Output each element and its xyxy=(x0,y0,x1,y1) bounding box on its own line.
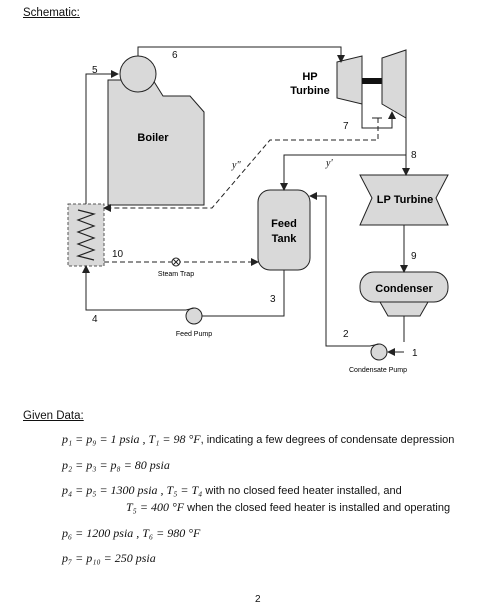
given-line-4-note: when the closed feed heater is installed… xyxy=(187,502,451,514)
given-line-3-expression: p₄ = p₅ = 1300 psia , T₅ = T₄ xyxy=(62,483,203,497)
state-9-label: 9 xyxy=(411,251,417,262)
schematic-heading: Schematic: xyxy=(23,7,80,19)
state-5-label: 5 xyxy=(92,65,98,76)
hp-turbine: HP Turbine xyxy=(290,49,407,119)
given-data-line-3: p₄ = p₅ = 1300 psia , T₅ = T₄ with no cl… xyxy=(62,483,402,498)
feed-tank: Feed Tank xyxy=(257,189,311,271)
given-data-line-2: p₂ = p₃ = p₈ = 80 psia xyxy=(62,458,170,473)
state-10-label: 10 xyxy=(112,249,124,260)
heater-coil xyxy=(75,209,97,261)
given-line-1-note: , indicating a few degrees of condensate… xyxy=(200,434,455,446)
feed-pump-label: Feed Pump xyxy=(176,331,212,338)
condensate-pump: Condensate Pump xyxy=(349,343,407,374)
steam-trap: Steam Trap xyxy=(158,257,194,278)
y-prime-label: y' xyxy=(325,158,333,169)
given-data-heading: Given Data: xyxy=(23,410,84,422)
given-data-line-4: T₅ = 400 °F when the closed feed heater … xyxy=(126,500,450,515)
given-line-2-expression: p₂ = p₃ = p₈ = 80 psia xyxy=(62,458,170,472)
turbine-shaft xyxy=(362,78,382,84)
state-7-label: 7 xyxy=(343,121,349,132)
state-6-label: 6 xyxy=(172,50,178,61)
solid-piping xyxy=(82,46,410,356)
lp-turbine: LP Turbine xyxy=(359,174,449,226)
steam-drum xyxy=(119,55,157,93)
cycle-schematic: Boiler HP Turbine LP Turbine Condenser F… xyxy=(67,46,449,374)
feed-pump: Feed Pump xyxy=(176,307,212,338)
given-line-4-expression: T₅ = 400 °F xyxy=(126,500,185,514)
given-data-line-5: p₆ = 1200 psia , T₆ = 980 °F xyxy=(62,526,200,541)
steam-trap-label: Steam Trap xyxy=(158,271,194,278)
boiler: Boiler xyxy=(107,55,205,206)
feed-tank-label-line1: Feed xyxy=(271,218,297,230)
state-2-label: 2 xyxy=(343,329,349,340)
state-point-labels: 1 2 3 4 5 6 7 8 9 10 xyxy=(92,50,418,359)
given-data-line-6: p₇ = p₁₀ = 250 psia xyxy=(62,551,156,566)
lp-turbine-label: LP Turbine xyxy=(377,194,433,206)
given-line-5-expression: p₆ = 1200 psia , T₆ = 980 °F xyxy=(62,526,201,540)
dashed-piping xyxy=(103,118,379,266)
given-line-3-note: with no closed feed heater installed, an… xyxy=(205,485,402,497)
given-line-1-expression: p₁ = p₉ = 1 psia , T₁ = 98 °F xyxy=(62,432,201,446)
given-line-6-expression: p₇ = p₁₀ = 250 psia xyxy=(62,551,156,565)
state-3-label: 3 xyxy=(270,294,276,305)
feed-tank-label-line2: Tank xyxy=(272,233,298,245)
hp-turbine-label-line1: HP xyxy=(302,71,317,83)
condenser: Condenser xyxy=(359,271,449,317)
page-number: 2 xyxy=(255,594,261,605)
state-1-label: 1 xyxy=(412,348,418,359)
closed-feed-heater xyxy=(67,203,105,267)
given-data-line-1: p₁ = p₉ = 1 psia , T₁ = 98 °F, indicatin… xyxy=(62,432,454,447)
boiler-label: Boiler xyxy=(137,132,169,144)
condenser-label: Condenser xyxy=(375,283,433,295)
state-4-label: 4 xyxy=(92,314,98,325)
condensate-pump-label: Condensate Pump xyxy=(349,367,407,374)
y-double-prime-label: y" xyxy=(231,160,241,171)
state-8-label: 8 xyxy=(411,150,417,161)
hp-turbine-label-line2: Turbine xyxy=(290,85,330,97)
